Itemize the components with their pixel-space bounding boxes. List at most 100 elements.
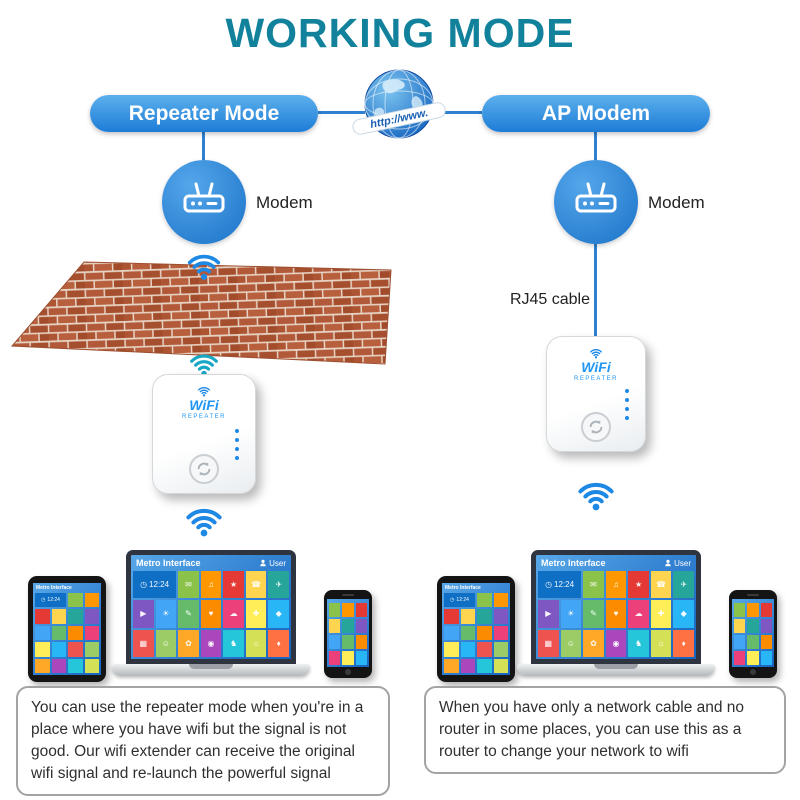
connector-right-horizontal bbox=[433, 111, 482, 114]
metro-tile bbox=[68, 642, 83, 657]
clock-icon: ◷ bbox=[41, 597, 46, 604]
metro-tile bbox=[84, 609, 99, 624]
metro-tile bbox=[493, 658, 508, 673]
metro-tile bbox=[35, 658, 50, 673]
metro-tile bbox=[760, 651, 772, 665]
metro-user-label: User bbox=[269, 558, 286, 568]
description-box-left: You can use the repeater mode when you'r… bbox=[16, 686, 390, 796]
clock-icon: ◷ bbox=[450, 597, 455, 604]
metro-clock-tile: ◷12:24 bbox=[538, 571, 582, 599]
metro-tile bbox=[51, 642, 66, 657]
metro-tile bbox=[35, 609, 50, 624]
metro-tile: ✎ bbox=[583, 600, 604, 628]
metro-tile bbox=[460, 642, 475, 657]
metro-tile: ♦ bbox=[673, 629, 694, 657]
laptop-screen: Metro Interface User ◷12:24✉♫★☎✈▶☀✎♥☁✚◆▦… bbox=[126, 550, 296, 664]
metro-user: User bbox=[259, 559, 286, 568]
wifi-mini-icon bbox=[195, 384, 213, 397]
metro-tile bbox=[355, 635, 367, 649]
metro-tile bbox=[329, 635, 341, 649]
wps-button-icon bbox=[189, 454, 219, 484]
metro-tile: ♦ bbox=[268, 629, 289, 657]
metro-tile: ✎ bbox=[178, 600, 199, 628]
metro-tile: ✿ bbox=[178, 629, 199, 657]
metro-tile bbox=[477, 609, 492, 624]
metro-tile bbox=[329, 651, 341, 665]
repeater-mode-pill: Repeater Mode bbox=[90, 95, 318, 132]
metro-tiles: ◷12:24✉♫★☎✈▶☀✎♥☁✚◆▦☺✿◉♞⌂♦ bbox=[538, 571, 694, 657]
metro-tile bbox=[493, 609, 508, 624]
modem-icon bbox=[570, 178, 622, 227]
metro-tile bbox=[747, 635, 759, 649]
repeater-brand-name: WiFi bbox=[189, 397, 219, 413]
metro-tile bbox=[444, 609, 459, 624]
connector-left-horizontal bbox=[318, 111, 365, 114]
metro-tile bbox=[329, 603, 341, 617]
metro-tile bbox=[355, 603, 367, 617]
metro-tile bbox=[342, 603, 354, 617]
metro-tile bbox=[51, 609, 66, 624]
metro-clock-tile: ◷12:24 bbox=[35, 593, 66, 608]
modem-circle-left bbox=[162, 160, 246, 244]
metro-tile: ◉ bbox=[605, 629, 627, 657]
laptop-screen: Metro Interface User ◷12:24✉♫★☎✈▶☀✎♥☁✚◆▦… bbox=[531, 550, 701, 664]
repeater-brand-sub: REPEATER bbox=[182, 414, 226, 420]
metro-tile bbox=[477, 642, 492, 657]
metro-tile: ⌂ bbox=[245, 629, 267, 657]
laptop-right: Metro Interface User ◷12:24✉♫★☎✈▶☀✎♥☁✚◆▦… bbox=[517, 550, 715, 676]
metro-header: Metro Interface User bbox=[538, 557, 694, 569]
ap-modem-pill: AP Modem bbox=[482, 95, 710, 132]
globe-icon: http://www. bbox=[352, 64, 446, 148]
repeater-led-lights bbox=[625, 389, 629, 421]
metro-user: User bbox=[664, 559, 691, 568]
metro-tile: ✉ bbox=[583, 571, 604, 599]
ap-modem-label: AP Modem bbox=[541, 101, 651, 125]
repeater-brand: WiFi REPEATER bbox=[182, 384, 226, 420]
phone-left bbox=[324, 590, 372, 678]
laptop-base bbox=[112, 664, 310, 676]
metro-tile bbox=[734, 603, 746, 617]
laptop-base bbox=[517, 664, 715, 676]
metro-tile: ✈ bbox=[673, 571, 694, 599]
metro-screen: Metro Interface ◷12:24 bbox=[33, 583, 101, 675]
metro-title: Metro Interface bbox=[136, 558, 201, 568]
metro-tile: ☁ bbox=[223, 600, 244, 628]
description-text: When you have only a network cable and n… bbox=[439, 699, 745, 760]
metro-tile bbox=[342, 619, 354, 633]
metro-tile bbox=[444, 642, 459, 657]
metro-tile bbox=[68, 625, 83, 641]
user-icon bbox=[665, 559, 671, 567]
metro-tile: ⌂ bbox=[650, 629, 672, 657]
metro-tile: ★ bbox=[223, 571, 244, 599]
clock-icon: ◷ bbox=[545, 580, 553, 590]
rj45-cable-label: RJ45 cable bbox=[509, 291, 590, 308]
metro-tile bbox=[51, 658, 66, 673]
metro-tile: ◆ bbox=[268, 600, 289, 628]
metro-tile bbox=[444, 658, 459, 673]
metro-tile bbox=[477, 593, 492, 608]
metro-tile bbox=[342, 651, 354, 665]
metro-tile bbox=[760, 603, 772, 617]
metro-tile: ♞ bbox=[223, 629, 244, 657]
metro-tile: ✚ bbox=[650, 600, 672, 628]
metro-tile: ♫ bbox=[605, 571, 627, 599]
metro-tile: ☀ bbox=[560, 600, 582, 628]
metro-header: Metro Interface bbox=[35, 585, 99, 591]
metro-tile bbox=[84, 625, 99, 641]
connector-right-vertical bbox=[594, 132, 597, 160]
phone-right bbox=[729, 590, 777, 678]
metro-tile bbox=[84, 642, 99, 657]
metro-tile bbox=[460, 625, 475, 641]
metro-screen: Metro Interface ◷12:24 bbox=[442, 583, 510, 675]
rj45-cable-line bbox=[594, 244, 597, 336]
metro-screen: Metro Interface User ◷12:24✉♫★☎✈▶☀✎♥☁✚◆▦… bbox=[536, 555, 696, 659]
metro-clock-tile: ◷12:24 bbox=[444, 593, 475, 608]
repeater-brand: WiFi REPEATER bbox=[574, 346, 618, 382]
metro-tile: ♫ bbox=[200, 571, 222, 599]
metro-tile bbox=[460, 658, 475, 673]
modem-circle-right bbox=[554, 160, 638, 244]
metro-tile bbox=[35, 642, 50, 657]
metro-tile bbox=[355, 619, 367, 633]
metro-tile bbox=[84, 658, 99, 673]
metro-tile bbox=[68, 593, 83, 608]
